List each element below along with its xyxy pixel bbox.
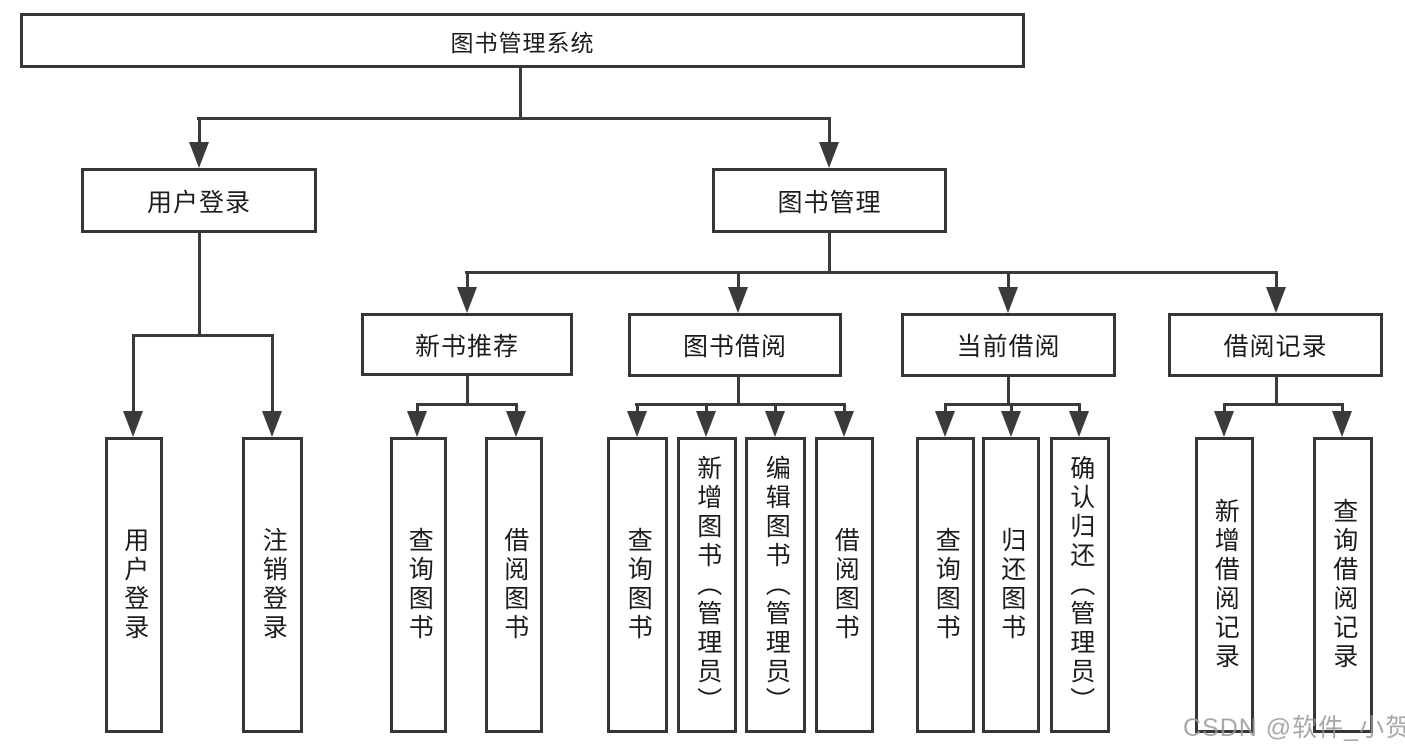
arrowhead-leaf-user-login	[123, 411, 143, 437]
connector-userlogin-stem	[198, 233, 201, 337]
arrowhead-new-book	[457, 287, 477, 313]
connector-borrowing-hline	[635, 403, 846, 406]
leaf-label: 新增图书（管理员）	[693, 454, 722, 716]
connector-current-stem	[1007, 377, 1010, 406]
leaf-borrowing-add-book-admin: 新增图书（管理员）	[677, 437, 737, 733]
leaf-label: 注销登录	[259, 527, 288, 643]
connector-root-hline	[197, 117, 831, 120]
arrowhead-leaf-logout	[262, 411, 282, 437]
node-label: 新书推荐	[414, 332, 519, 361]
connector-drop-current-confirm	[1078, 403, 1081, 415]
arrowhead-borrowing-add	[696, 411, 716, 437]
node-book-management: 图书管理	[712, 168, 947, 233]
connector-drop-book-management	[828, 117, 831, 147]
leaf-label: 借阅图书	[831, 527, 860, 643]
node-label: 图书管理系统	[450, 29, 595, 56]
connector-drop-newbook-query	[416, 403, 419, 415]
leaf-label: 查询图书	[932, 527, 961, 643]
connector-drop-borrowing-records	[1275, 271, 1278, 289]
leaf-label: 编辑图书（管理员）	[762, 454, 791, 716]
arrowhead-book-borrowing	[728, 287, 748, 313]
connector-drop-current-borrowing	[1007, 271, 1010, 289]
node-label: 用户登录	[146, 188, 251, 217]
leaf-borrowing-query-books: 查询图书	[607, 437, 668, 733]
node-current-borrowing: 当前借阅	[901, 313, 1116, 377]
node-label: 当前借阅	[956, 333, 1061, 361]
leaf-label: 查询图书	[624, 527, 653, 643]
arrowhead-newbook-borrow	[506, 411, 526, 437]
leaf-records-query-borrow-record: 查询借阅记录	[1313, 437, 1373, 733]
connector-borrowing-stem	[737, 377, 740, 406]
connector-drop-records-add	[1223, 403, 1226, 415]
node-label: 图书管理	[777, 188, 882, 217]
connector-newbook-hline	[416, 403, 518, 406]
node-borrowing-records: 借阅记录	[1168, 313, 1383, 377]
leaf-label: 归还图书	[997, 527, 1026, 643]
node-new-book-recommendation: 新书推荐	[361, 313, 573, 376]
leaf-label: 新增借阅记录	[1211, 498, 1240, 672]
connector-drop-leaf-logout	[271, 334, 274, 414]
connector-drop-borrowing-borrow	[843, 403, 846, 415]
node-label: 图书借阅	[682, 333, 787, 361]
arrowhead-borrowing-records	[1266, 287, 1286, 313]
leaf-user-login: 用户登录	[105, 437, 163, 733]
leaf-borrowing-edit-book-admin: 编辑图书（管理员）	[745, 437, 806, 733]
arrowhead-newbook-query	[407, 411, 427, 437]
leaf-label: 查询借阅记录	[1329, 498, 1358, 672]
node-book-borrowing: 图书借阅	[628, 313, 842, 377]
connector-drop-newbook-borrow	[515, 403, 518, 415]
arrowhead-current-borrowing	[998, 287, 1018, 313]
leaf-borrowing-borrow-books: 借阅图书	[815, 437, 874, 733]
leaf-label: 查询图书	[405, 527, 434, 643]
leaf-label: 借阅图书	[500, 527, 529, 643]
connector-records-hline	[1223, 403, 1344, 406]
leaf-current-return-books: 归还图书	[982, 437, 1040, 733]
connector-records-stem	[1275, 377, 1278, 406]
arrowhead-borrowing-edit	[765, 411, 785, 437]
leaf-newbook-borrow-books: 借阅图书	[485, 437, 543, 733]
leaf-records-add-borrow-record: 新增借阅记录	[1195, 437, 1254, 733]
arrowhead-user-login	[189, 142, 209, 168]
connector-drop-user-login	[198, 117, 201, 147]
connector-drop-borrowing-add	[705, 403, 708, 415]
arrowhead-current-confirm	[1069, 411, 1089, 437]
connector-drop-records-query	[1341, 403, 1344, 415]
arrowhead-current-query	[935, 411, 955, 437]
connector-newbook-stem	[466, 376, 469, 406]
node-library-management-system: 图书管理系统	[20, 13, 1025, 68]
connector-drop-new-book	[466, 271, 469, 289]
connector-drop-book-borrowing	[737, 271, 740, 289]
arrowhead-records-query	[1332, 411, 1352, 437]
connector-userlogin-hline	[132, 334, 274, 337]
connector-drop-current-return	[1010, 403, 1013, 415]
connector-drop-borrowing-query	[636, 403, 639, 415]
arrowhead-borrowing-borrow	[834, 411, 854, 437]
connector-root-stem	[519, 68, 522, 119]
node-label: 借阅记录	[1223, 333, 1328, 361]
connector-drop-current-query	[944, 403, 947, 415]
connector-bookmgmt-stem	[828, 233, 831, 274]
arrowhead-records-add	[1214, 411, 1234, 437]
arrowhead-borrowing-query	[627, 411, 647, 437]
leaf-label: 确认归还（管理员）	[1066, 454, 1095, 716]
leaf-newbook-query-books: 查询图书	[390, 437, 447, 733]
leaf-current-confirm-return-admin: 确认归还（管理员）	[1050, 437, 1110, 733]
arrowhead-book-management	[819, 142, 839, 168]
arrowhead-current-return	[1001, 411, 1021, 437]
connector-bookmgmt-hline	[465, 271, 1278, 274]
connector-drop-borrowing-edit	[774, 403, 777, 415]
leaf-logout: 注销登录	[242, 437, 303, 733]
connector-drop-leaf-user-login	[132, 334, 135, 414]
leaf-label: 用户登录	[120, 527, 149, 643]
node-user-login: 用户登录	[81, 168, 317, 233]
csdn-watermark: CSDN @软件_小贺同学	[1183, 714, 1405, 742]
leaf-current-query-books: 查询图书	[916, 437, 975, 733]
